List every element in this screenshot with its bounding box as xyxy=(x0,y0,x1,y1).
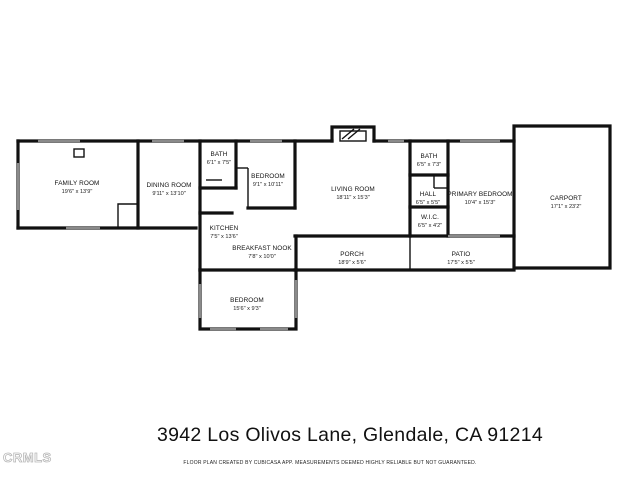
watermark-logo: CRMLS xyxy=(3,450,52,466)
room-name-porch: PORCH xyxy=(340,251,364,258)
room-dims-kitchen: 7'5" x 13'6" xyxy=(210,234,238,240)
chimney-hatch xyxy=(347,128,361,140)
room-dims-hall: 6'5" x 5'5" xyxy=(416,200,440,206)
room-name-patio: PATIO xyxy=(452,251,471,258)
room-dims-bath-east: 6'5" x 7'3" xyxy=(417,162,441,168)
room-dims-bedroom-south: 15'6" x 9'3" xyxy=(233,306,261,312)
skylight xyxy=(73,148,85,158)
closet xyxy=(117,203,138,228)
room-name-hall: HALL xyxy=(420,191,437,198)
room-name-bedroom-south: BEDROOM xyxy=(230,297,264,304)
room-dims-breakfast-nook: 7'8" x 10'0" xyxy=(248,254,276,260)
room-name-living-room: LIVING ROOM xyxy=(331,186,375,193)
room-name-breakfast-nook: BREAKFAST NOOK xyxy=(232,245,292,252)
room-dims-living-room: 18'11" x 15'3" xyxy=(336,195,369,201)
room-name-dining-room: DINING ROOM xyxy=(146,182,191,189)
fireplace-hearth xyxy=(339,130,367,142)
room-name-carport: CARPORT xyxy=(550,195,582,202)
room-dims-porch: 18'9" x 5'6" xyxy=(338,260,366,266)
room-name-bath-east: BATH xyxy=(421,153,438,160)
room-name-kitchen: KITCHEN xyxy=(210,225,239,232)
room-labels: FAMILY ROOM 19'6" x 13'9" DINING ROOM 9'… xyxy=(55,151,582,312)
property-address: 3942 Los Olivos Lane, Glendale, CA 91214 xyxy=(156,424,543,446)
room-dims-primary-bedroom: 10'4" x 15'3" xyxy=(465,200,496,206)
room-dims-family-room: 19'6" x 13'9" xyxy=(62,189,93,195)
room-dims-bedroom-north: 9'1" x 10'11" xyxy=(253,182,283,188)
room-name-wic: W.I.C. xyxy=(421,214,439,221)
room-dims-dining-room: 9'11" x 13'10" xyxy=(152,191,185,197)
windows xyxy=(16,139,500,331)
room-name-bath-west: BATH xyxy=(211,151,228,158)
room-dims-carport: 17'1" x 23'2" xyxy=(551,204,582,210)
floor-plan-disclaimer: FLOOR PLAN CREATED BY CUBICASA APP. MEAS… xyxy=(183,460,477,466)
room-name-family-room: FAMILY ROOM xyxy=(55,180,100,187)
fixtures xyxy=(73,128,448,262)
chimney-hatch xyxy=(341,128,355,140)
room-name-primary-bedroom: PRIMARY BEDROOM xyxy=(447,191,512,198)
walls xyxy=(16,124,612,331)
room-name-bedroom-north: BEDROOM xyxy=(251,173,285,180)
room-dims-patio: 17'5" x 5'5" xyxy=(447,260,475,266)
room-dims-bath-west: 6'1" x 7'5" xyxy=(207,160,231,166)
room-dims-wic: 6'5" x 4'2" xyxy=(418,223,442,229)
chimney xyxy=(330,125,376,143)
